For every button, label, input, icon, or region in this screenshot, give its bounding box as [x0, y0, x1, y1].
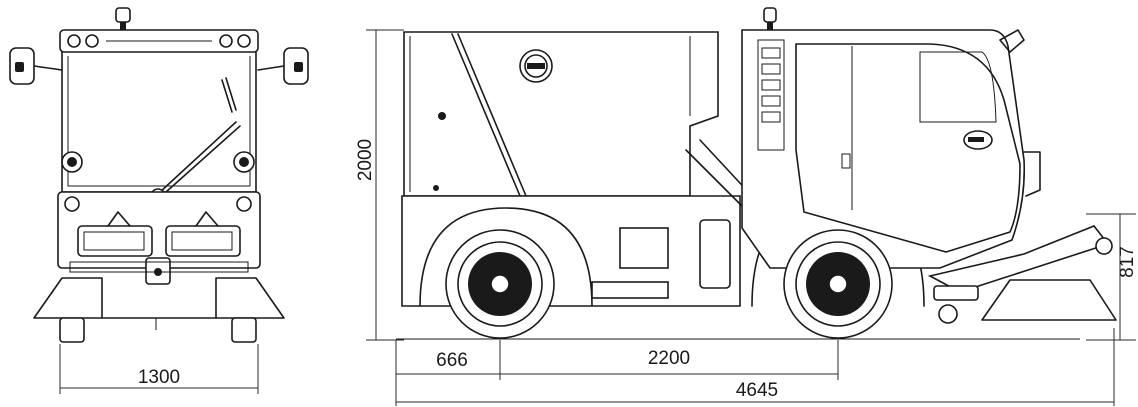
beacon-icon	[115, 7, 131, 23]
hopper	[403, 31, 719, 197]
left-wheel-front	[59, 317, 85, 343]
right-wheel-front	[231, 317, 257, 343]
wheelbase-label: 2200	[648, 348, 690, 369]
height-label: 2000	[355, 139, 376, 181]
left-brush	[33, 277, 103, 319]
wiper-arm	[159, 121, 237, 193]
front-windshield	[61, 51, 257, 193]
cab-beacon-icon	[763, 7, 777, 23]
side-panel	[757, 39, 785, 151]
right-brush-housing	[165, 225, 241, 257]
brush-height-label: 817	[1117, 246, 1138, 278]
length-label: 4645	[736, 380, 778, 401]
front-overhang-label: 666	[436, 350, 468, 371]
dimension-lines: 2000 666 2200 4645 817	[355, 29, 1138, 406]
left-brush-housing	[77, 225, 153, 257]
front-wheel-arch	[419, 207, 593, 307]
side-view	[396, 7, 1117, 340]
cab	[741, 29, 1026, 269]
side-brush	[981, 279, 1117, 321]
front-view: 1300	[9, 7, 309, 394]
support-wheel	[938, 304, 958, 324]
right-brush	[215, 277, 285, 319]
cab-door	[795, 43, 1021, 253]
cab-window	[919, 51, 997, 123]
front-width-label: 1300	[138, 367, 180, 388]
